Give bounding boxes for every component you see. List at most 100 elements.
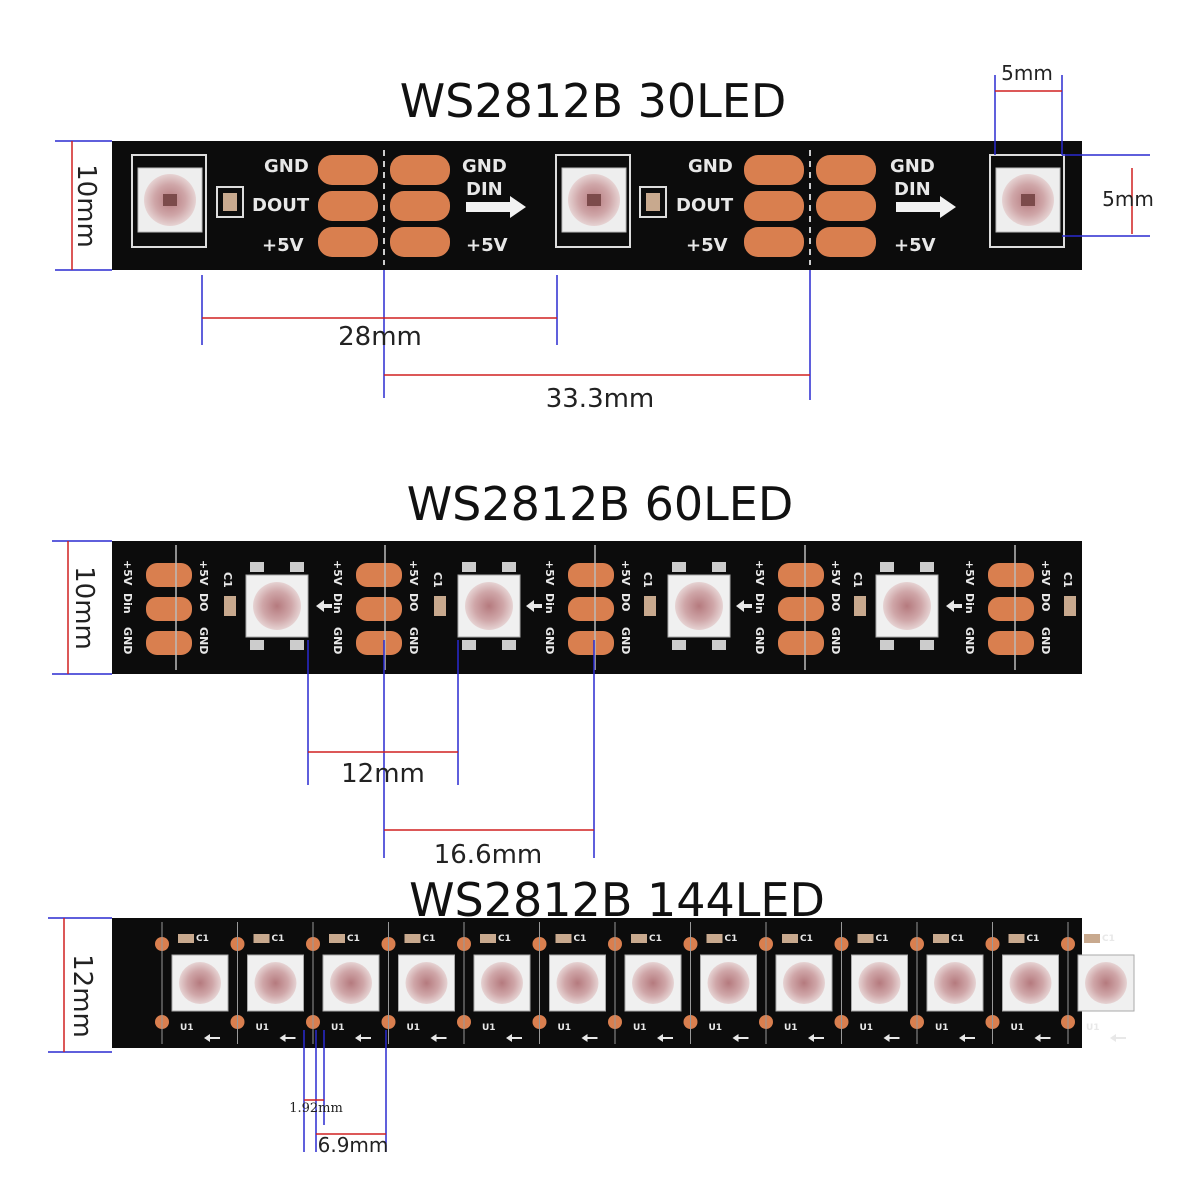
pad-label-5v: +5V bbox=[829, 560, 842, 586]
pad-label-gnd: GND bbox=[331, 627, 344, 654]
arrow-left-icon bbox=[581, 1034, 598, 1042]
cap-label: C1 bbox=[641, 572, 654, 588]
pad-label-5v: +5V bbox=[331, 560, 344, 586]
arrow-left-icon bbox=[279, 1034, 296, 1042]
cap-label: C1 bbox=[800, 934, 813, 944]
capacitor bbox=[555, 934, 572, 943]
dim-width: 10mm bbox=[71, 164, 101, 248]
dimension-arrows bbox=[71, 90, 1133, 376]
led-emitter bbox=[405, 962, 448, 1004]
arrow-left-icon bbox=[808, 1034, 824, 1042]
pad-label-5v: +5V bbox=[262, 235, 304, 256]
pad-label-do: DO bbox=[1039, 593, 1052, 611]
led-emitter bbox=[179, 962, 221, 1004]
chip-label: U1 bbox=[709, 1023, 723, 1033]
cap-label: C1 bbox=[951, 934, 964, 944]
dim-pitch: 12mm bbox=[341, 759, 425, 789]
capacitor bbox=[1084, 934, 1100, 943]
pad-label-5v: +5V bbox=[686, 235, 728, 256]
pad-label-din: Din bbox=[121, 593, 134, 614]
pad-label-gnd: GND bbox=[543, 627, 556, 654]
cap-label: C1 bbox=[1102, 934, 1115, 944]
cap-label: C1 bbox=[498, 934, 511, 944]
strip-30led: WS2812B 30LED bbox=[55, 61, 1154, 414]
arrow-right-icon bbox=[466, 196, 526, 218]
capacitor bbox=[404, 934, 421, 943]
capacitor bbox=[933, 934, 949, 943]
chip-label: U1 bbox=[633, 1023, 647, 1033]
chip-label: U1 bbox=[1086, 1023, 1100, 1033]
pad-label-gnd: GND bbox=[264, 156, 309, 177]
dim-width: 12mm bbox=[67, 954, 97, 1038]
dim-cut: 33.3mm bbox=[546, 384, 655, 414]
cap-label: C1 bbox=[431, 572, 444, 588]
led-chip bbox=[875, 562, 939, 650]
capacitor bbox=[178, 934, 194, 943]
led-emitter bbox=[254, 962, 297, 1004]
pad-label-do: DO bbox=[197, 593, 210, 611]
arrow-left-icon bbox=[316, 600, 962, 612]
cap-label: C1 bbox=[196, 934, 209, 944]
led-emitter bbox=[934, 962, 976, 1004]
strip-60led: WS2812B 60LED bbox=[52, 477, 1082, 870]
led-emitter bbox=[1085, 962, 1127, 1004]
cap-label: C1 bbox=[272, 934, 285, 944]
led-chip bbox=[667, 562, 731, 650]
solder-pads bbox=[146, 563, 1034, 655]
pad-label-din: DIN bbox=[894, 179, 931, 200]
dim-chip-width: 5mm bbox=[1001, 61, 1053, 85]
dimension-lines bbox=[55, 75, 1150, 400]
capacitor bbox=[329, 934, 345, 943]
cap-label: C1 bbox=[876, 934, 889, 944]
capacitor bbox=[480, 934, 496, 943]
capacitor bbox=[216, 186, 244, 218]
chip-label: U1 bbox=[407, 1023, 421, 1033]
arrow-left-icon bbox=[355, 1034, 371, 1042]
pad-label-din: Din bbox=[753, 593, 766, 614]
arrow-left-icon bbox=[657, 1034, 673, 1042]
arrow-left-icon bbox=[506, 1034, 522, 1042]
pad-label-5v: +5V bbox=[121, 560, 134, 586]
pad-label-5v: +5V bbox=[466, 235, 508, 256]
dim-pitch: 28mm bbox=[338, 322, 422, 352]
capacitor bbox=[782, 934, 798, 943]
chip-label: U1 bbox=[558, 1023, 572, 1033]
pad-label-5v: +5V bbox=[753, 560, 766, 586]
pad-label-gnd: GND bbox=[619, 627, 632, 654]
pad-label-5v: +5V bbox=[894, 235, 936, 256]
pad-label-gnd: GND bbox=[890, 156, 935, 177]
pad-label-dout: DOUT bbox=[676, 195, 734, 216]
pad-label-gnd: GND bbox=[197, 627, 210, 654]
led-chip bbox=[555, 154, 631, 248]
pad-label-din: Din bbox=[543, 593, 556, 614]
led-emitter bbox=[330, 962, 372, 1004]
dimension-lines bbox=[48, 917, 387, 1152]
arrow-left-icon bbox=[1110, 1034, 1126, 1042]
capacitor bbox=[639, 186, 667, 218]
cap-label: C1 bbox=[1027, 934, 1040, 944]
pad-label-gnd: GND bbox=[688, 156, 733, 177]
arrow-left-icon bbox=[204, 1034, 220, 1042]
pad-label-do: DO bbox=[619, 593, 632, 611]
arrow-left-icon bbox=[883, 1034, 900, 1042]
pad-label-5v: +5V bbox=[543, 560, 556, 586]
pad-label-gnd: GND bbox=[1039, 627, 1052, 654]
pad-label-5v: +5V bbox=[1039, 560, 1052, 586]
led-emitter bbox=[707, 962, 750, 1004]
chip-label: U1 bbox=[180, 1023, 194, 1033]
arrow-left-icon bbox=[732, 1034, 749, 1042]
cap-label: C1 bbox=[574, 934, 587, 944]
led-chip-row: C1U1C1U1C1U1C1U1C1U1C1U1C1U1C1U1C1U1C1U1… bbox=[155, 922, 1135, 1044]
dim-gap: 1.92mm bbox=[289, 1101, 343, 1116]
arrow-left-icon bbox=[430, 1034, 447, 1042]
cut-lines bbox=[175, 545, 1016, 670]
